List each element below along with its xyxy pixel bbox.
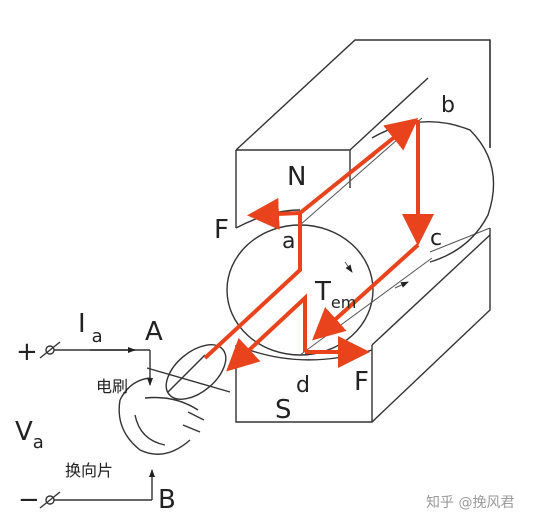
corner-b-label: b xyxy=(441,93,455,118)
corner-c-label: c xyxy=(430,226,442,251)
voltage-label: Va xyxy=(15,417,44,453)
terminal-wires xyxy=(39,341,155,509)
force-left-label: F xyxy=(214,215,229,245)
commutator-label: 换向片 xyxy=(65,461,113,480)
torque-indicator xyxy=(344,261,409,289)
corner-a-label: a xyxy=(282,229,295,254)
north-pole-label: N xyxy=(287,162,306,192)
minus-sign: − xyxy=(18,485,40,515)
plus-sign: + xyxy=(16,337,38,367)
current-path xyxy=(203,117,434,372)
brush-label: 电刷 xyxy=(96,377,128,396)
force-right-label: F xyxy=(354,367,369,397)
corner-d-label: d xyxy=(296,373,310,398)
south-pole-label: S xyxy=(275,395,292,425)
watermark: 知乎 @挽风君 xyxy=(426,494,514,511)
commutator-shaft xyxy=(118,344,231,455)
armature-cylinder xyxy=(226,117,495,356)
terminal-a-label: A xyxy=(145,317,163,347)
terminal-b-label: B xyxy=(158,485,176,515)
north-pole-magnet xyxy=(235,39,491,229)
torque-label: Tem xyxy=(314,277,356,312)
